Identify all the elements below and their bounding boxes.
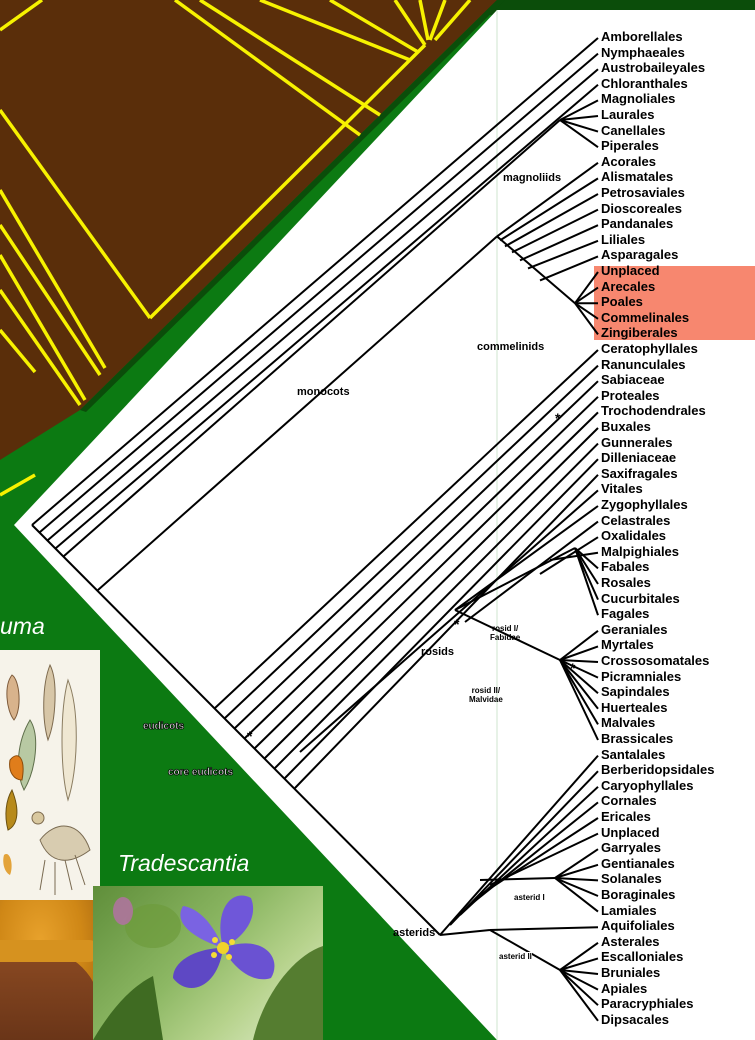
clade-label-rosids: rosids: [421, 646, 454, 658]
taxon-label: Piperales: [601, 139, 659, 153]
taxon-label: Cucurbitales: [601, 592, 680, 606]
star-marker-malvids: *: [570, 660, 575, 676]
taxon-label: Oxalidales: [601, 529, 666, 543]
curcuma-illustration: [0, 650, 100, 1040]
rosid-1-line1: rosid I/: [492, 624, 518, 633]
clade-label-asterids: asterids: [393, 927, 435, 939]
caption-curcuma: uma: [0, 613, 45, 640]
rosid-2-line1: rosid II/: [472, 686, 500, 695]
rosid-2-line2: Malvidae: [469, 695, 503, 704]
taxon-label: Geraniales: [601, 623, 668, 637]
taxon-label: Solanales: [601, 872, 662, 886]
taxon-label: Proteales: [601, 389, 660, 403]
taxon-label: Escalloniales: [601, 950, 683, 964]
taxon-label: Malpighiales: [601, 545, 679, 559]
taxon-label: Ranunculales: [601, 358, 686, 372]
taxon-label: Amborellales: [601, 30, 683, 44]
taxon-label: Chloranthales: [601, 77, 688, 91]
taxon-label: Buxales: [601, 420, 651, 434]
clade-label-monocots: monocots: [297, 386, 350, 398]
taxon-label: Unplaced: [601, 826, 660, 840]
clade-label-rosid-2: rosid II/Malvidae: [469, 686, 503, 704]
taxon-label: Gunnerales: [601, 436, 673, 450]
bowl-powder-top: [0, 940, 100, 962]
taxon-label: Malvales: [601, 716, 655, 730]
taxon-label: Aquifoliales: [601, 919, 675, 933]
taxon-label: Paracryphiales: [601, 997, 694, 1011]
taxon-label: Commelinales: [601, 311, 689, 325]
taxon-label: Unplaced: [601, 264, 660, 278]
clade-label-eudicots: eudicots: [143, 721, 184, 732]
taxon-label: Sapindales: [601, 685, 670, 699]
taxon-label: Fagales: [601, 607, 649, 621]
taxon-label: Crossosomatales: [601, 654, 709, 668]
star-marker-rosids: *: [454, 616, 459, 632]
taxon-label: Ericales: [601, 810, 651, 824]
taxon-label: Santalales: [601, 748, 665, 762]
taxon-label: Myrtales: [601, 638, 654, 652]
taxon-label: Rosales: [601, 576, 651, 590]
taxon-label: Zygophyllales: [601, 498, 688, 512]
clade-label-asterid-1: asterid I: [514, 893, 545, 902]
taxon-label: Poales: [601, 295, 643, 309]
taxon-label: Dioscoreales: [601, 202, 682, 216]
taxon-label: Canellales: [601, 124, 665, 138]
taxon-label: Cornales: [601, 794, 657, 808]
taxon-label: Liliales: [601, 233, 645, 247]
taxon-label: Pandanales: [601, 217, 673, 231]
taxon-label: Celastrales: [601, 514, 670, 528]
taxon-label: Sabiaceae: [601, 373, 665, 387]
rosid-1-line2: Fabidae: [490, 633, 520, 642]
taxon-label: Austrobaileyales: [601, 61, 705, 75]
taxon-label: Asterales: [601, 935, 660, 949]
taxon-label: Brassicales: [601, 732, 673, 746]
taxon-label: Petrosaviales: [601, 186, 685, 200]
star-marker-superrosids: *: [555, 410, 560, 426]
taxon-label: Asparagales: [601, 248, 678, 262]
tradescantia-photo: [93, 886, 323, 1040]
clade-label-rosid-1: rosid I/Fabidae: [490, 624, 520, 642]
taxon-label: Lamiales: [601, 904, 657, 918]
taxon-label: Apiales: [601, 982, 647, 996]
taxon-label: Gentianales: [601, 857, 675, 871]
taxon-label: Saxifragales: [601, 467, 678, 481]
taxon-label: Garryales: [601, 841, 661, 855]
taxon-label: Vitales: [601, 482, 643, 496]
taxon-label: Bruniales: [601, 966, 660, 980]
taxon-label: Zingiberales: [601, 326, 678, 340]
taxon-label: Berberidopsidales: [601, 763, 714, 777]
taxon-label: Arecales: [601, 280, 655, 294]
taxon-label: Acorales: [601, 155, 656, 169]
taxon-label: Caryophyllales: [601, 779, 694, 793]
taxon-label: Ceratophyllales: [601, 342, 698, 356]
star-marker-core-eudicots: *: [247, 728, 252, 744]
taxon-label: Fabales: [601, 560, 649, 574]
taxon-label: Magnoliales: [601, 92, 675, 106]
taxon-label: Alismatales: [601, 170, 673, 184]
taxon-label: Nymphaeales: [601, 46, 685, 60]
clade-label-magnoliids: magnoliids: [503, 172, 561, 184]
clade-label-core-eudicots: core eudicots: [168, 767, 233, 778]
taxon-label: Laurales: [601, 108, 654, 122]
taxon-label: Trochodendrales: [601, 404, 706, 418]
taxon-label: Picramniales: [601, 670, 681, 684]
clade-label-commelinids: commelinids: [477, 341, 544, 353]
taxon-label: Dipsacales: [601, 1013, 669, 1027]
taxon-label: Boraginales: [601, 888, 675, 902]
caption-tradescantia: Tradescantia: [118, 850, 249, 877]
taxon-label: Dilleniaceae: [601, 451, 676, 465]
clade-label-asterid-2: asterid II: [499, 952, 532, 961]
taxon-label: Huerteales: [601, 701, 667, 715]
